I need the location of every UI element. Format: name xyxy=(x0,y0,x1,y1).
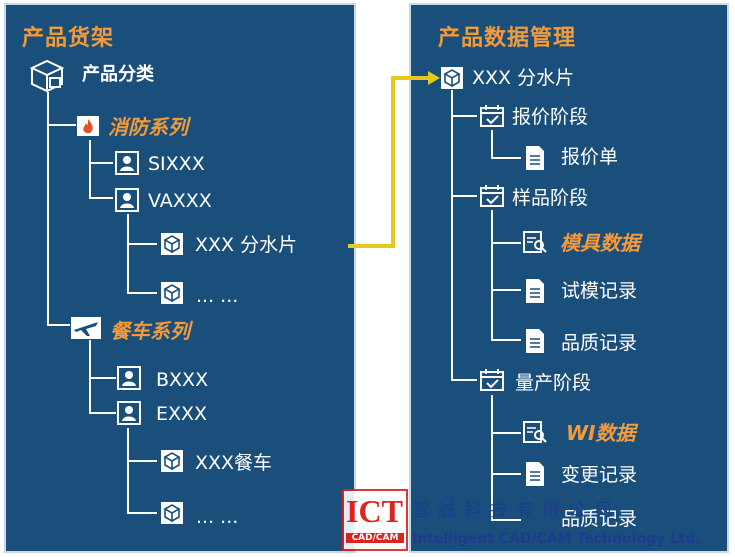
cube-part-icon xyxy=(161,233,183,255)
person-card-icon xyxy=(117,366,141,390)
node-root-part: XXX 分水片 xyxy=(472,67,575,89)
tree-line-root xyxy=(47,92,70,326)
person-card-icon xyxy=(115,151,139,175)
node-fire-series: 消防系列 xyxy=(108,115,188,139)
node-si: SIXXX xyxy=(148,153,205,175)
product-shelf-title: 产品货架 xyxy=(22,26,115,51)
inspect-document-icon xyxy=(523,421,547,443)
watermark-company-en: Intelligent CAD/CAM Technology Ltd. xyxy=(412,531,701,547)
watermark-logo-sub: CAD/CAM xyxy=(346,533,404,543)
node-cart-series: 餐车系列 xyxy=(110,319,190,343)
connector-line xyxy=(348,76,428,248)
node-part-2: XXX餐车 xyxy=(195,452,273,474)
calendar-check-icon xyxy=(480,185,504,207)
cube-part-icon xyxy=(161,502,183,524)
document-icon xyxy=(526,329,544,353)
fire-icon xyxy=(77,116,99,136)
watermark-company-cn: 智誠科技有限公司 xyxy=(412,500,620,521)
node-ellipsis-1: ... ... xyxy=(196,285,239,307)
node-product-category: 产品分类 xyxy=(82,64,154,85)
person-card-icon xyxy=(117,401,141,425)
node-va: VAXXX xyxy=(148,190,212,212)
node-stage-sample: 样品阶段 xyxy=(512,187,589,209)
plane-icon xyxy=(71,317,101,339)
node-ellipsis-2: ... ... xyxy=(196,506,239,528)
cube-part-icon xyxy=(161,282,183,304)
node-b: BXXX xyxy=(156,369,209,391)
node-stage-quote: 报价阶段 xyxy=(512,106,589,128)
document-icon xyxy=(526,462,544,486)
node-change-record: 变更记录 xyxy=(561,464,638,486)
node-part-1: XXX 分水片 xyxy=(195,234,298,256)
node-e: EXXX xyxy=(156,403,208,425)
watermark: ICT CAD/CAM xyxy=(342,489,735,557)
node-quality-record-1: 品质记录 xyxy=(561,332,638,354)
node-mold-data: 模具数据 xyxy=(560,231,640,255)
pdm-title: 产品数据管理 xyxy=(438,26,577,51)
cube-part-icon xyxy=(441,67,463,89)
pdm-panel xyxy=(409,3,729,553)
node-trial-record: 试模记录 xyxy=(561,280,638,302)
node-quality-record-2: 品质记录 xyxy=(561,508,638,530)
document-icon xyxy=(526,279,544,303)
document-icon xyxy=(526,146,544,170)
calendar-check-icon xyxy=(480,105,504,127)
node-stage-mass: 量产阶段 xyxy=(515,372,592,394)
person-card-icon xyxy=(115,188,139,212)
cube-part-icon xyxy=(161,450,183,472)
cube-category-icon xyxy=(29,59,65,93)
connector-arrowhead xyxy=(428,71,440,85)
inspect-document-icon xyxy=(523,231,547,253)
calendar-check-icon xyxy=(480,369,504,391)
watermark-logo-text: ICT xyxy=(346,493,403,529)
node-wi-data: WI数据 xyxy=(566,421,636,445)
node-quote-sheet: 报价单 xyxy=(561,146,619,168)
